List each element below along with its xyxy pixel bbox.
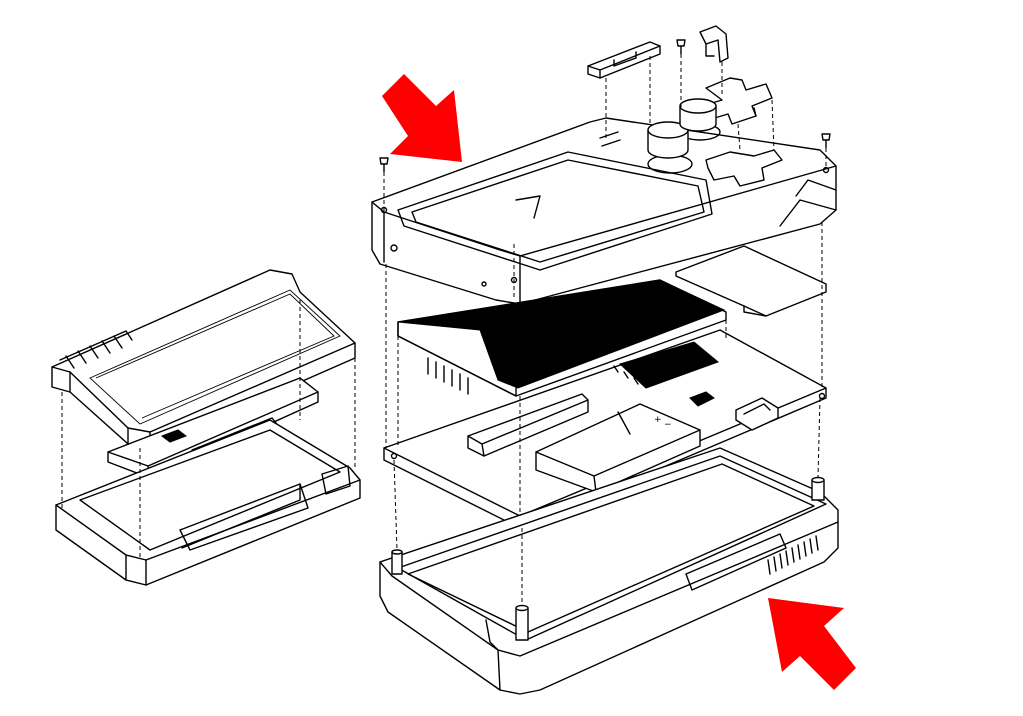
- display-ribbon: [675, 245, 827, 317]
- face-button-a: [647, 121, 689, 159]
- screw: [821, 133, 831, 149]
- cartridge-chip: [160, 429, 188, 443]
- screw-post: [515, 604, 529, 641]
- screw: [676, 39, 686, 55]
- cartridge-assembly: [51, 269, 361, 586]
- main-pcb: + −: [383, 329, 827, 529]
- arrow-down-right-icon: [382, 74, 462, 162]
- face-button-b: [679, 98, 717, 132]
- shoulder-button-right: [699, 25, 729, 63]
- cartridge-bottom-shell: [55, 419, 361, 586]
- cartridge-top-shell: [51, 269, 356, 449]
- battery: + −: [535, 403, 701, 493]
- small-chip: [689, 391, 715, 407]
- screw-post: [391, 549, 403, 575]
- usb-port: [735, 397, 779, 431]
- screw: [379, 157, 389, 173]
- vent-slits: [767, 535, 819, 575]
- bottom-shell: [379, 447, 839, 695]
- console-alignment-lines: [383, 54, 827, 606]
- shoulder-button-left: [587, 41, 661, 79]
- processor-chip: [619, 341, 719, 389]
- screw-post: [811, 476, 825, 501]
- battery-minus-label: −: [664, 420, 672, 430]
- battery-plus-label: +: [654, 415, 662, 425]
- lcd-display: [397, 279, 727, 397]
- arrow-up-left-icon: [768, 598, 856, 690]
- cartridge-alignment-lines: [61, 300, 356, 560]
- console-assembly: + −: [371, 25, 839, 695]
